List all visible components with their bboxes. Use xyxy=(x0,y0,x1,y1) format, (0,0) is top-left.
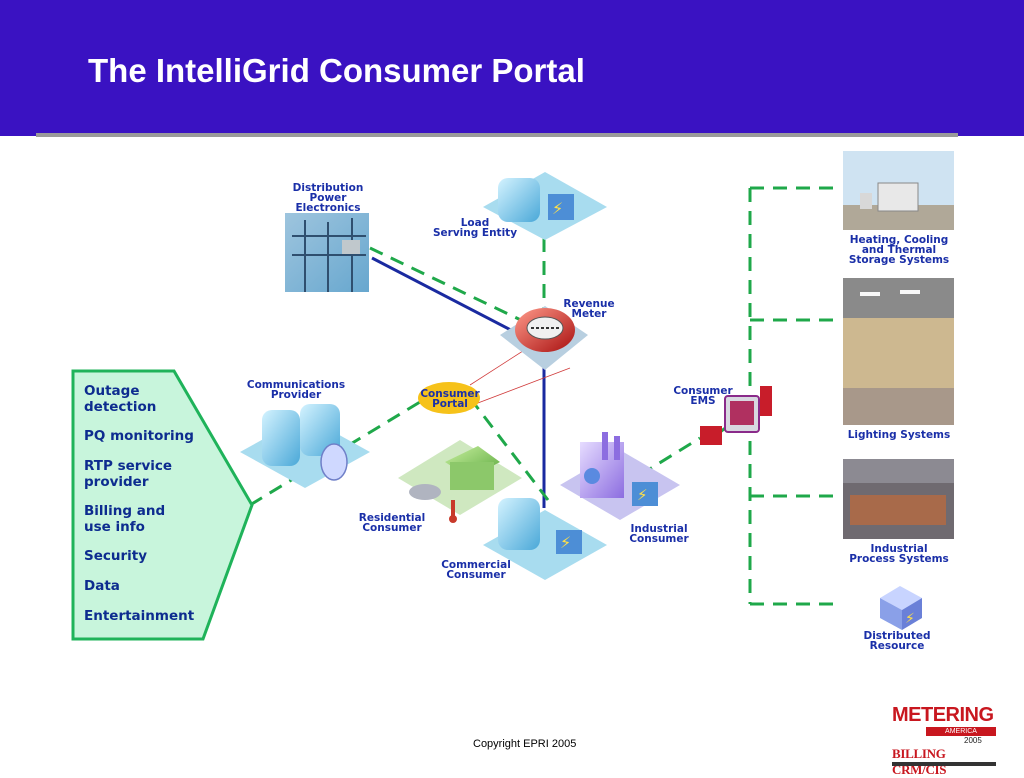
label-distributed: Distributed Resource xyxy=(863,630,930,652)
svg-text:and Thermal: and Thermal xyxy=(862,244,936,256)
svg-text:EMS: EMS xyxy=(690,395,715,407)
building-icon xyxy=(240,404,370,488)
logo-year: 2005 xyxy=(964,736,982,745)
building-icon: ⚡ xyxy=(483,172,607,240)
logo-metering: METERING xyxy=(892,704,994,726)
hvac-photo xyxy=(843,151,954,230)
svg-text:Revenue: Revenue xyxy=(563,298,614,310)
label-revenue-meter: Revenue Meter xyxy=(563,298,614,320)
svg-text:Consumer: Consumer xyxy=(673,385,733,397)
label-distribution: Distribution Power Electronics xyxy=(293,182,364,214)
label-residential: Residential Consumer xyxy=(359,512,425,534)
metering-america-logo: METERING AMERICA 2005 BILLING CRM/CIS xyxy=(892,704,1000,777)
svg-text:Distributed: Distributed xyxy=(863,630,930,642)
svg-text:⚡: ⚡ xyxy=(560,533,571,552)
title-bar: The IntelliGrid Consumer Portal xyxy=(0,0,1024,136)
slide-title: The IntelliGrid Consumer Portal xyxy=(88,52,585,89)
svg-text:Serving Entity: Serving Entity xyxy=(433,227,517,239)
label-heating: Heating, Cooling and Thermal Storage Sys… xyxy=(849,234,949,266)
cube-icon: ⚡ xyxy=(880,586,922,630)
svg-text:Consumer: Consumer xyxy=(420,388,480,400)
svg-text:Lighting Systems: Lighting Systems xyxy=(848,429,951,441)
label-industrial-process: Industrial Process Systems xyxy=(849,543,949,565)
consumer-portal-oval xyxy=(418,382,480,414)
svg-text:⚡: ⚡ xyxy=(552,199,563,218)
callout-item-pq: PQ monitoring xyxy=(84,428,194,444)
svg-text:Industrial: Industrial xyxy=(870,543,927,555)
label-consumer-portal: Consumer Portal xyxy=(420,388,480,410)
industrial-photo xyxy=(843,459,954,539)
label-industrial: Industrial Consumer xyxy=(629,523,689,545)
svg-text:Electronics: Electronics xyxy=(295,202,360,214)
svg-text:Process Systems: Process Systems xyxy=(849,553,949,565)
svg-text:Distribution: Distribution xyxy=(293,182,364,194)
label-lighting: Lighting Systems xyxy=(848,429,951,441)
label-consumer-ems: Consumer EMS xyxy=(673,385,733,407)
meter-icon xyxy=(500,306,588,370)
svg-text:Industrial: Industrial xyxy=(630,523,687,535)
pole-photo-icon xyxy=(285,213,369,292)
svg-text:Consumer: Consumer xyxy=(446,569,506,581)
svg-text:Consumer: Consumer xyxy=(362,522,422,534)
svg-text:Heating, Cooling: Heating, Cooling xyxy=(850,234,949,246)
svg-text:Storage Systems: Storage Systems xyxy=(849,254,949,266)
callout-item-data: Data xyxy=(84,578,120,594)
computer-icon xyxy=(700,386,772,445)
lighting-photo xyxy=(843,278,954,425)
building-icon: ⚡ xyxy=(483,498,607,580)
title-divider xyxy=(36,133,958,137)
label-load-serving: Load Serving Entity xyxy=(433,217,517,239)
copyright-text: Copyright EPRI 2005 xyxy=(473,738,577,750)
svg-text:Portal: Portal xyxy=(432,398,468,410)
svg-text:Commercial: Commercial xyxy=(441,559,511,571)
svg-text:Communications: Communications xyxy=(247,379,345,391)
portal-services-callout xyxy=(71,369,254,641)
label-communications: Communications Provider xyxy=(247,379,345,401)
house-icon xyxy=(398,440,522,523)
svg-text:⚡: ⚡ xyxy=(637,486,648,504)
svg-text:⚡: ⚡ xyxy=(905,611,915,627)
svg-text:Resource: Resource xyxy=(870,640,925,652)
logo-bar xyxy=(892,762,996,766)
logo-america: AMERICA xyxy=(926,727,996,736)
svg-text:Load: Load xyxy=(461,217,490,229)
svg-text:Power: Power xyxy=(310,192,348,204)
svg-text:Consumer: Consumer xyxy=(629,533,689,545)
callout-item-entertainment: Entertainment xyxy=(84,608,195,624)
svg-text:Meter: Meter xyxy=(572,308,608,320)
svg-text:Provider: Provider xyxy=(271,389,322,401)
label-commercial: Commercial Consumer xyxy=(441,559,511,581)
svg-text:Residential: Residential xyxy=(359,512,425,524)
callout-item-security: Security xyxy=(84,548,148,564)
factory-icon: ⚡ xyxy=(560,432,680,520)
